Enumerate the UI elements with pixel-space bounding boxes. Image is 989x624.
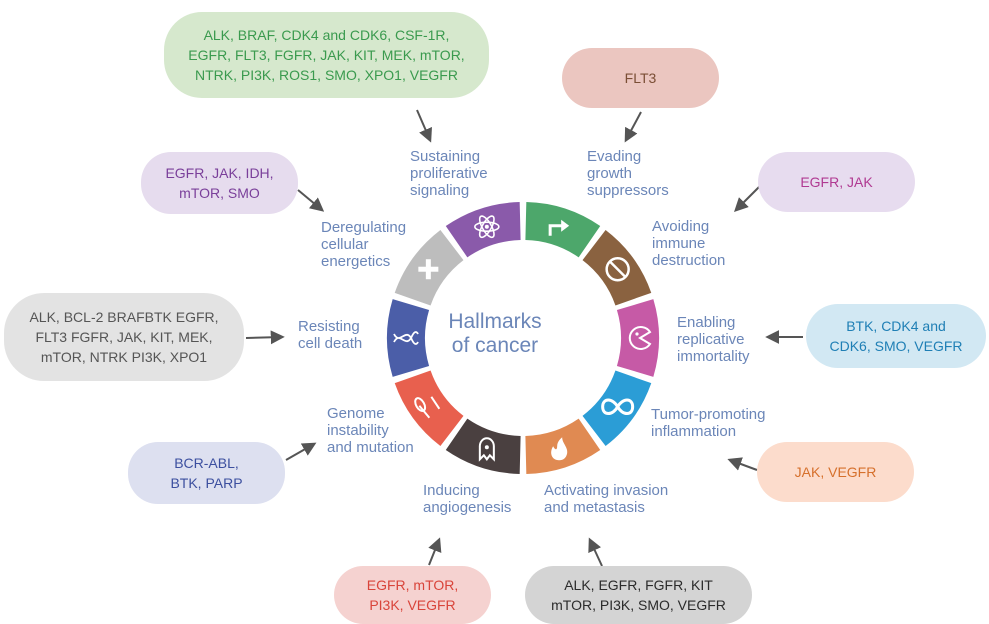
targets-pill-sustaining: ALK, BRAF, CDK4 and CDK6, CSF-1R, EGFR, … <box>164 12 489 98</box>
targets-pill-avoiding: EGFR, JAK <box>758 152 915 212</box>
vessel-icon <box>414 396 441 419</box>
hallmark-label-avoiding: Avoiding immune destruction <box>652 218 726 269</box>
no-entry-icon <box>605 256 630 282</box>
targets-pill-evading: FLT3 <box>562 48 719 108</box>
arrow-activating <box>588 537 603 567</box>
hallmarks-ring <box>387 202 659 474</box>
atom-icon <box>474 215 500 239</box>
hallmark-label-tumor: Tumor-promoting inflammation <box>651 406 766 440</box>
ring-segment-inducing <box>394 370 464 447</box>
infinity-icon <box>601 398 635 415</box>
arrow-evading <box>624 111 642 143</box>
ring-segment-avoiding <box>616 299 659 377</box>
targets-pill-inducing: EGFR, mTOR, PI3K, VEGFR <box>334 566 491 624</box>
arrow-inducing <box>428 537 442 566</box>
targets-pill-activating: ALK, EGFR, FGFR, KIT mTOR, PI3K, SMO, VE… <box>525 566 752 624</box>
ghost-cell-icon <box>478 437 495 462</box>
targets-pill-genome: BCR-ABL, BTK, PARP <box>128 442 285 504</box>
targets-pill-resisting: ALK, BCL-2 BRAFBTK EGFR, FLT3 FGFR, JAK,… <box>4 293 244 381</box>
hallmark-label-enabling: Enabling replicative immortality <box>677 314 750 365</box>
ring-segment-activating <box>445 418 521 474</box>
center-title: Hallmarks of cancer <box>448 310 542 357</box>
dna-icon <box>393 331 419 345</box>
flame-icon <box>551 437 568 461</box>
ring-segment-genome <box>387 299 430 377</box>
hallmark-label-sustaining: Sustaining proliferative signaling <box>410 148 488 199</box>
arrow-genome <box>285 442 317 461</box>
pacman-cell-icon <box>628 326 652 350</box>
arrow-resisting <box>245 330 285 345</box>
arrow-deregulating <box>297 189 325 212</box>
arrow-avoiding <box>734 185 761 212</box>
arrow-sustaining <box>416 109 432 143</box>
hallmark-label-genome: Genome instability and mutation <box>327 405 414 456</box>
connector-arrows <box>245 109 803 567</box>
hallmark-label-resisting: Resisting cell death <box>298 318 363 352</box>
hallmark-label-deregulating: Deregulating cellular energetics <box>321 219 407 270</box>
targets-pill-deregulating: EGFR, JAK, IDH, mTOR, SMO <box>141 152 298 214</box>
cross-icon <box>418 259 439 280</box>
hallmark-label-inducing: Inducing angiogenesis <box>423 482 512 516</box>
targets-pill-tumor: JAK, VEGFR <box>757 442 914 502</box>
targets-pill-enabling: BTK, CDK4 and CDK6, SMO, VEGFR <box>806 304 986 368</box>
hallmark-label-evading: Evading growth suppressors <box>587 148 669 199</box>
hallmark-label-activating: Activating invasion and metastasis <box>544 482 669 516</box>
arrow-tumor <box>727 457 758 471</box>
arrow-icon <box>548 219 570 236</box>
